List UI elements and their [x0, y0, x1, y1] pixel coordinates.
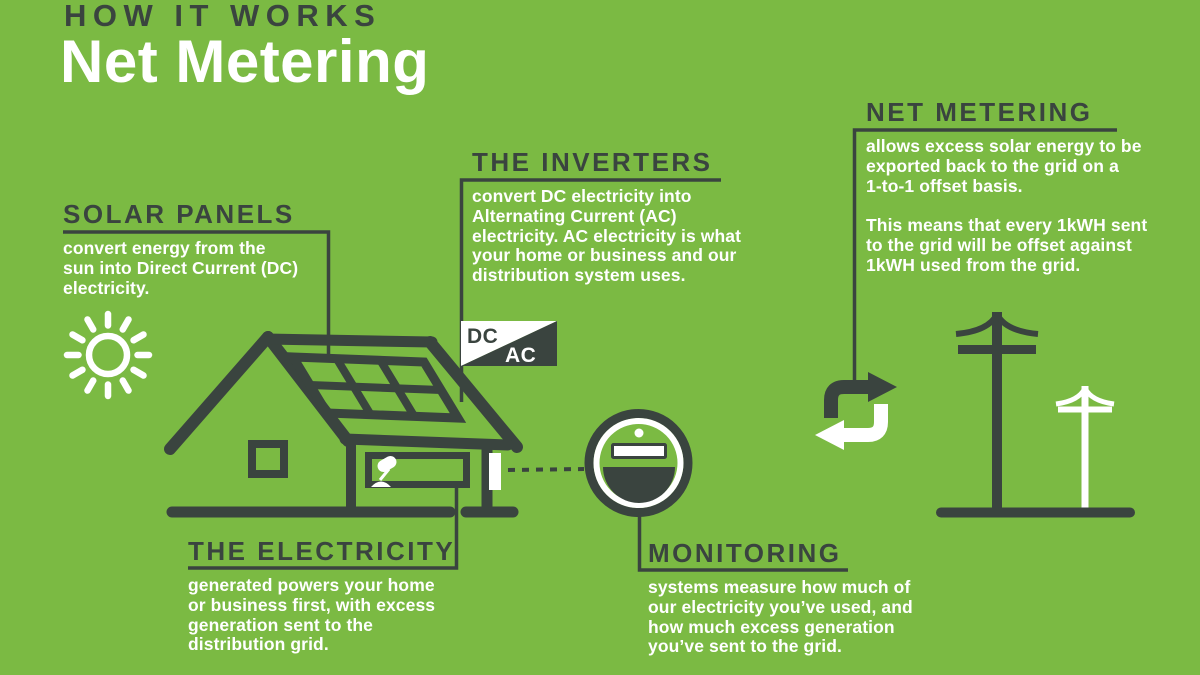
power-pole-dark-icon	[955, 312, 1039, 513]
solar-panels-connector	[63, 230, 331, 356]
section-electricity: THE ELECTRICITY generated powers your ho…	[188, 538, 528, 655]
monitoring-connector	[637, 516, 848, 572]
inverters-heading: THE INVERTERS	[472, 147, 713, 177]
section-solar-panels: SOLAR PANELS convert energy from the sun…	[63, 201, 403, 298]
page-kicker: HOW IT WORKS	[64, 0, 382, 33]
net-metering-connector	[852, 128, 1117, 380]
electricity-body: generated powers your home or business f…	[188, 575, 436, 655]
wide-window	[365, 452, 470, 488]
flag-ac-label: AC	[505, 344, 536, 367]
dc-ac-flag-icon: DC AC	[461, 321, 557, 367]
electricity-heading: THE ELECTRICITY	[188, 536, 456, 566]
desk-lamp-icon	[371, 456, 397, 487]
section-net-metering: NET METERING allows excess solar energy …	[866, 99, 1200, 276]
monitoring-heading: MONITORING	[648, 538, 842, 568]
inverters-body: convert DC electricity into Alternating …	[472, 186, 742, 286]
electric-meter-icon	[584, 409, 693, 517]
net-metering-body: allows excess solar energy to be exporte…	[866, 136, 1148, 275]
net-metering-heading: NET METERING	[866, 97, 1093, 127]
flag-dc-label: DC	[467, 325, 498, 348]
section-inverters: THE INVERTERS convert DC electricity int…	[472, 149, 812, 286]
service-box	[489, 453, 501, 490]
electricity-connector	[188, 487, 459, 570]
sync-arrows-icon	[815, 372, 897, 450]
section-monitoring: MONITORING systems measure how much of o…	[648, 540, 988, 657]
page-title: Net Metering	[60, 28, 430, 95]
square-window	[248, 440, 288, 478]
monitoring-body: systems measure how much of our electric…	[648, 577, 913, 657]
meter-dashed-line	[507, 467, 585, 472]
power-pole-white-icon	[1055, 386, 1115, 513]
solar-panel-grid-icon	[284, 352, 467, 423]
sun-icon	[63, 310, 153, 400]
solar-panels-heading: SOLAR PANELS	[63, 199, 295, 229]
house-icon	[164, 331, 523, 518]
solar-panels-body: convert energy from the sun into Direct …	[63, 238, 299, 298]
